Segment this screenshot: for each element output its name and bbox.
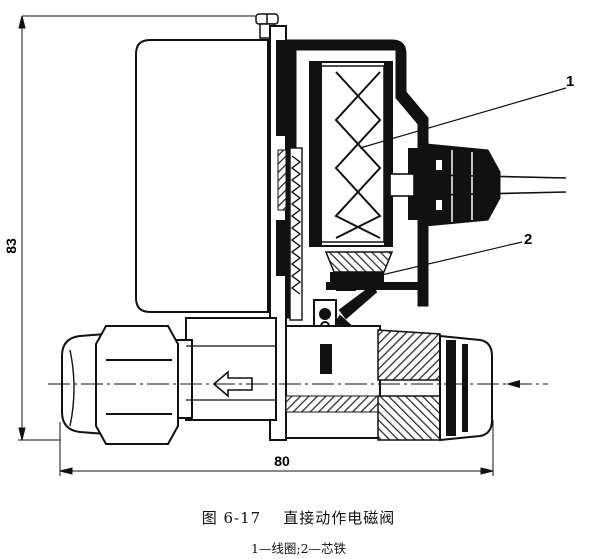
solenoid-valve-drawing: 83 80 — [3, 13, 574, 476]
callout-2-label: 2 — [524, 231, 532, 248]
power-cable — [389, 173, 567, 197]
height-dimension-label: 83 — [3, 238, 19, 254]
callout-1-label: 1 — [566, 73, 574, 90]
figure-caption: 图 6-17 直接动作电磁阀 — [0, 507, 597, 528]
callout-leaders — [351, 87, 567, 283]
figure-number: 图 6-17 — [201, 509, 262, 527]
width-dimension — [59, 420, 494, 476]
width-dimension-label: 80 — [274, 453, 290, 469]
plunger-spring — [289, 147, 303, 321]
yoke-bracket — [285, 39, 429, 319]
outlet-assembly — [285, 325, 493, 442]
figure-legend: 1—线圈;2—芯铁 — [250, 541, 347, 556]
valve-body — [169, 317, 277, 421]
height-dimension — [18, 15, 260, 441]
cable-gland — [408, 143, 501, 227]
coil-cover — [135, 39, 269, 313]
outlet-arrow — [506, 380, 520, 388]
inlet-flare-nut — [61, 325, 179, 445]
figure-title: 直接动作电磁阀 — [283, 509, 396, 527]
iron-core — [324, 251, 422, 291]
coil-winding — [309, 61, 393, 247]
